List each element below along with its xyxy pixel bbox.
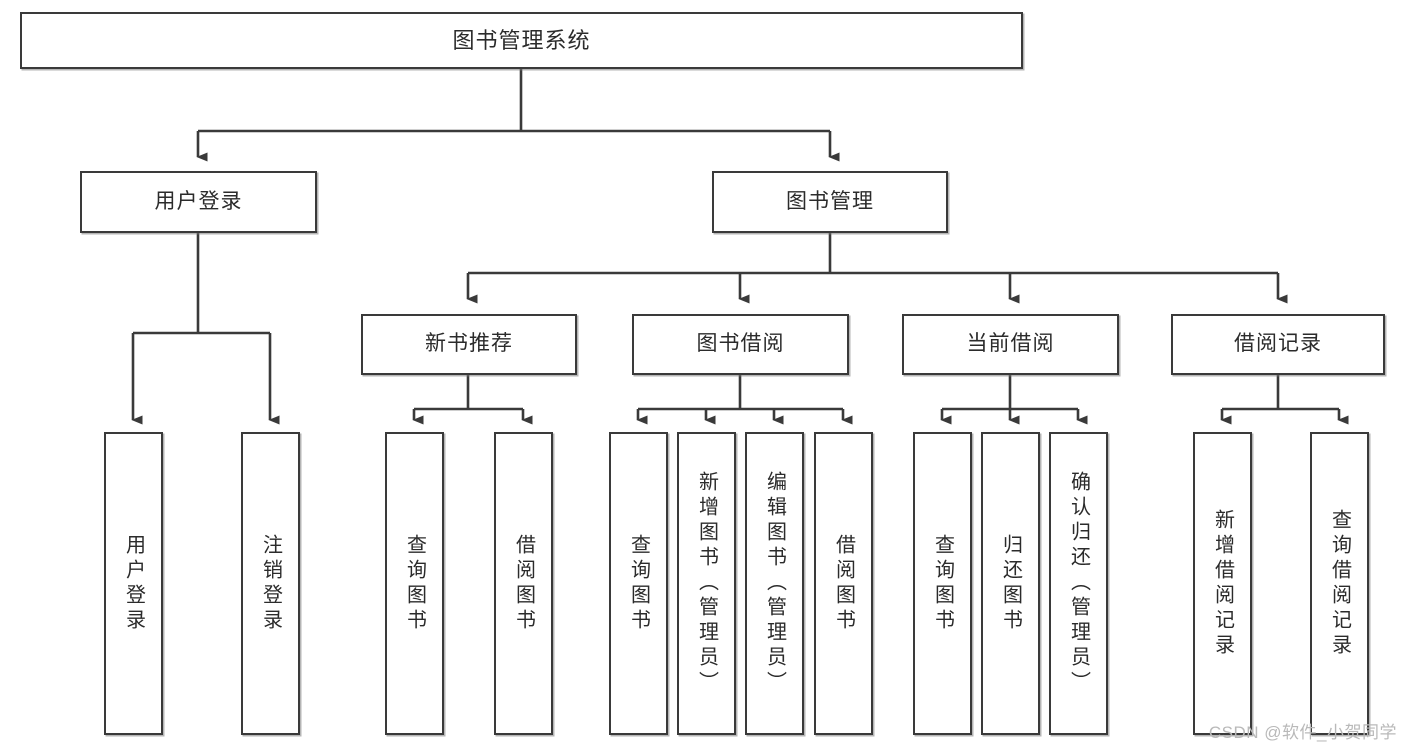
leaf-query-book-borrow[interactable]: 查询图书 — [609, 432, 668, 735]
leaf-user-login[interactable]: 用户登录 — [104, 432, 163, 735]
node-label: 图书管理系统 — [452, 27, 591, 53]
node-label: 图书借阅 — [696, 332, 785, 356]
node-current-borrow[interactable]: 当前借阅 — [902, 314, 1119, 375]
node-label: 注销登录 — [259, 533, 282, 634]
node-label: 当前借阅 — [966, 332, 1055, 356]
node-label: 编辑图书（管理员） — [763, 471, 786, 696]
node-borrow-record[interactable]: 借阅记录 — [1171, 314, 1385, 375]
node-label: 用户登录 — [154, 189, 243, 213]
leaf-query-borrow-record[interactable]: 查询借阅记录 — [1310, 432, 1369, 735]
node-label: 查询图书 — [627, 533, 650, 634]
node-label: 确认归还（管理员） — [1067, 471, 1090, 696]
node-label: 借阅图书 — [512, 533, 535, 634]
node-label: 查询图书 — [931, 533, 954, 634]
node-book-management[interactable]: 图书管理 — [712, 171, 948, 233]
node-label: 新增图书（管理员） — [695, 471, 718, 696]
leaf-query-book-current[interactable]: 查询图书 — [913, 432, 972, 735]
node-label: 借阅记录 — [1234, 332, 1322, 356]
node-user-login[interactable]: 用户登录 — [80, 171, 317, 233]
node-label: 新增借阅记录 — [1211, 508, 1234, 659]
node-label: 新书推荐 — [425, 332, 513, 356]
node-label: 用户登录 — [122, 533, 145, 634]
node-book-borrow[interactable]: 图书借阅 — [632, 314, 849, 375]
leaf-confirm-return-admin[interactable]: 确认归还（管理员） — [1049, 432, 1108, 735]
node-label: 查询图书 — [403, 533, 426, 634]
node-label: 图书管理 — [786, 189, 874, 213]
leaf-add-borrow-record[interactable]: 新增借阅记录 — [1193, 432, 1252, 735]
node-label: 查询借阅记录 — [1328, 508, 1351, 659]
node-label: 归还图书 — [999, 533, 1022, 634]
node-new-book-recommend[interactable]: 新书推荐 — [361, 314, 577, 375]
node-root-book-management-system[interactable]: 图书管理系统 — [20, 12, 1023, 69]
node-label: 借阅图书 — [832, 533, 855, 634]
leaf-borrow-book-recommend[interactable]: 借阅图书 — [494, 432, 553, 735]
leaf-borrow-book[interactable]: 借阅图书 — [814, 432, 873, 735]
watermark-text: CSDN @软件_小贺同学 — [1208, 723, 1397, 742]
leaf-edit-book-admin[interactable]: 编辑图书（管理员） — [745, 432, 804, 735]
leaf-add-book-admin[interactable]: 新增图书（管理员） — [677, 432, 736, 735]
leaf-query-book-recommend[interactable]: 查询图书 — [385, 432, 444, 735]
leaf-return-book[interactable]: 归还图书 — [981, 432, 1040, 735]
leaf-logout[interactable]: 注销登录 — [241, 432, 300, 735]
